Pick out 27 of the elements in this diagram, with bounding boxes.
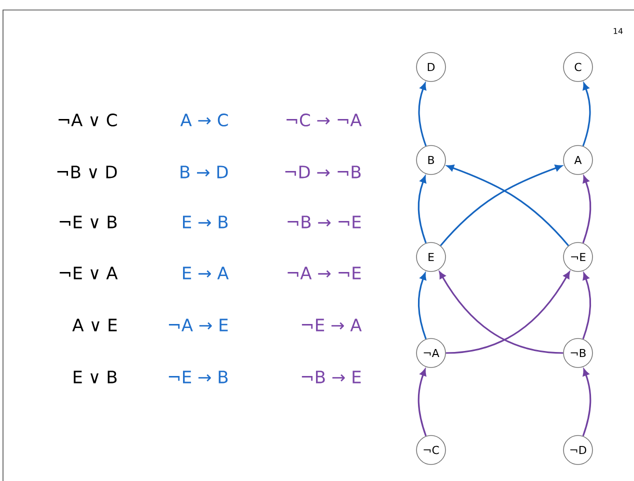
formula-text: ¬E ∨ B (60, 216, 117, 228)
formula-text: A → C (180, 114, 228, 126)
formula-text: ¬E ∨ A (60, 266, 118, 280)
arrow (418, 176, 427, 244)
arrow (582, 272, 592, 340)
formula-text: ¬D → ¬B (285, 166, 361, 178)
formula-text: ¬B → ¬E (288, 216, 361, 228)
formula-text: B → D (180, 166, 228, 178)
formula-text: ¬A → E (168, 318, 228, 332)
arrow (418, 368, 427, 436)
arrow (418, 82, 427, 146)
arrow (418, 272, 427, 340)
formula-text: ¬A ∨ C (58, 114, 117, 126)
page-number: 14 (614, 28, 623, 34)
formula-text: A ∨ E (72, 318, 117, 332)
formula-text: E → A (183, 266, 229, 280)
formula-text: ¬C → ¬A (286, 114, 362, 126)
formula-text: E → B (183, 216, 228, 228)
arrow (582, 176, 592, 244)
formula-text: ¬A → ¬E (288, 266, 361, 280)
formula-text: E ∨ B (74, 370, 117, 384)
arrow (582, 82, 591, 146)
arrow (582, 368, 592, 436)
formula-text: ¬B ∨ D (57, 166, 117, 178)
formula-text: ¬B → E (302, 370, 361, 384)
formula-text: ¬E → A (302, 318, 362, 332)
formula-text: ¬E → B (168, 370, 228, 384)
